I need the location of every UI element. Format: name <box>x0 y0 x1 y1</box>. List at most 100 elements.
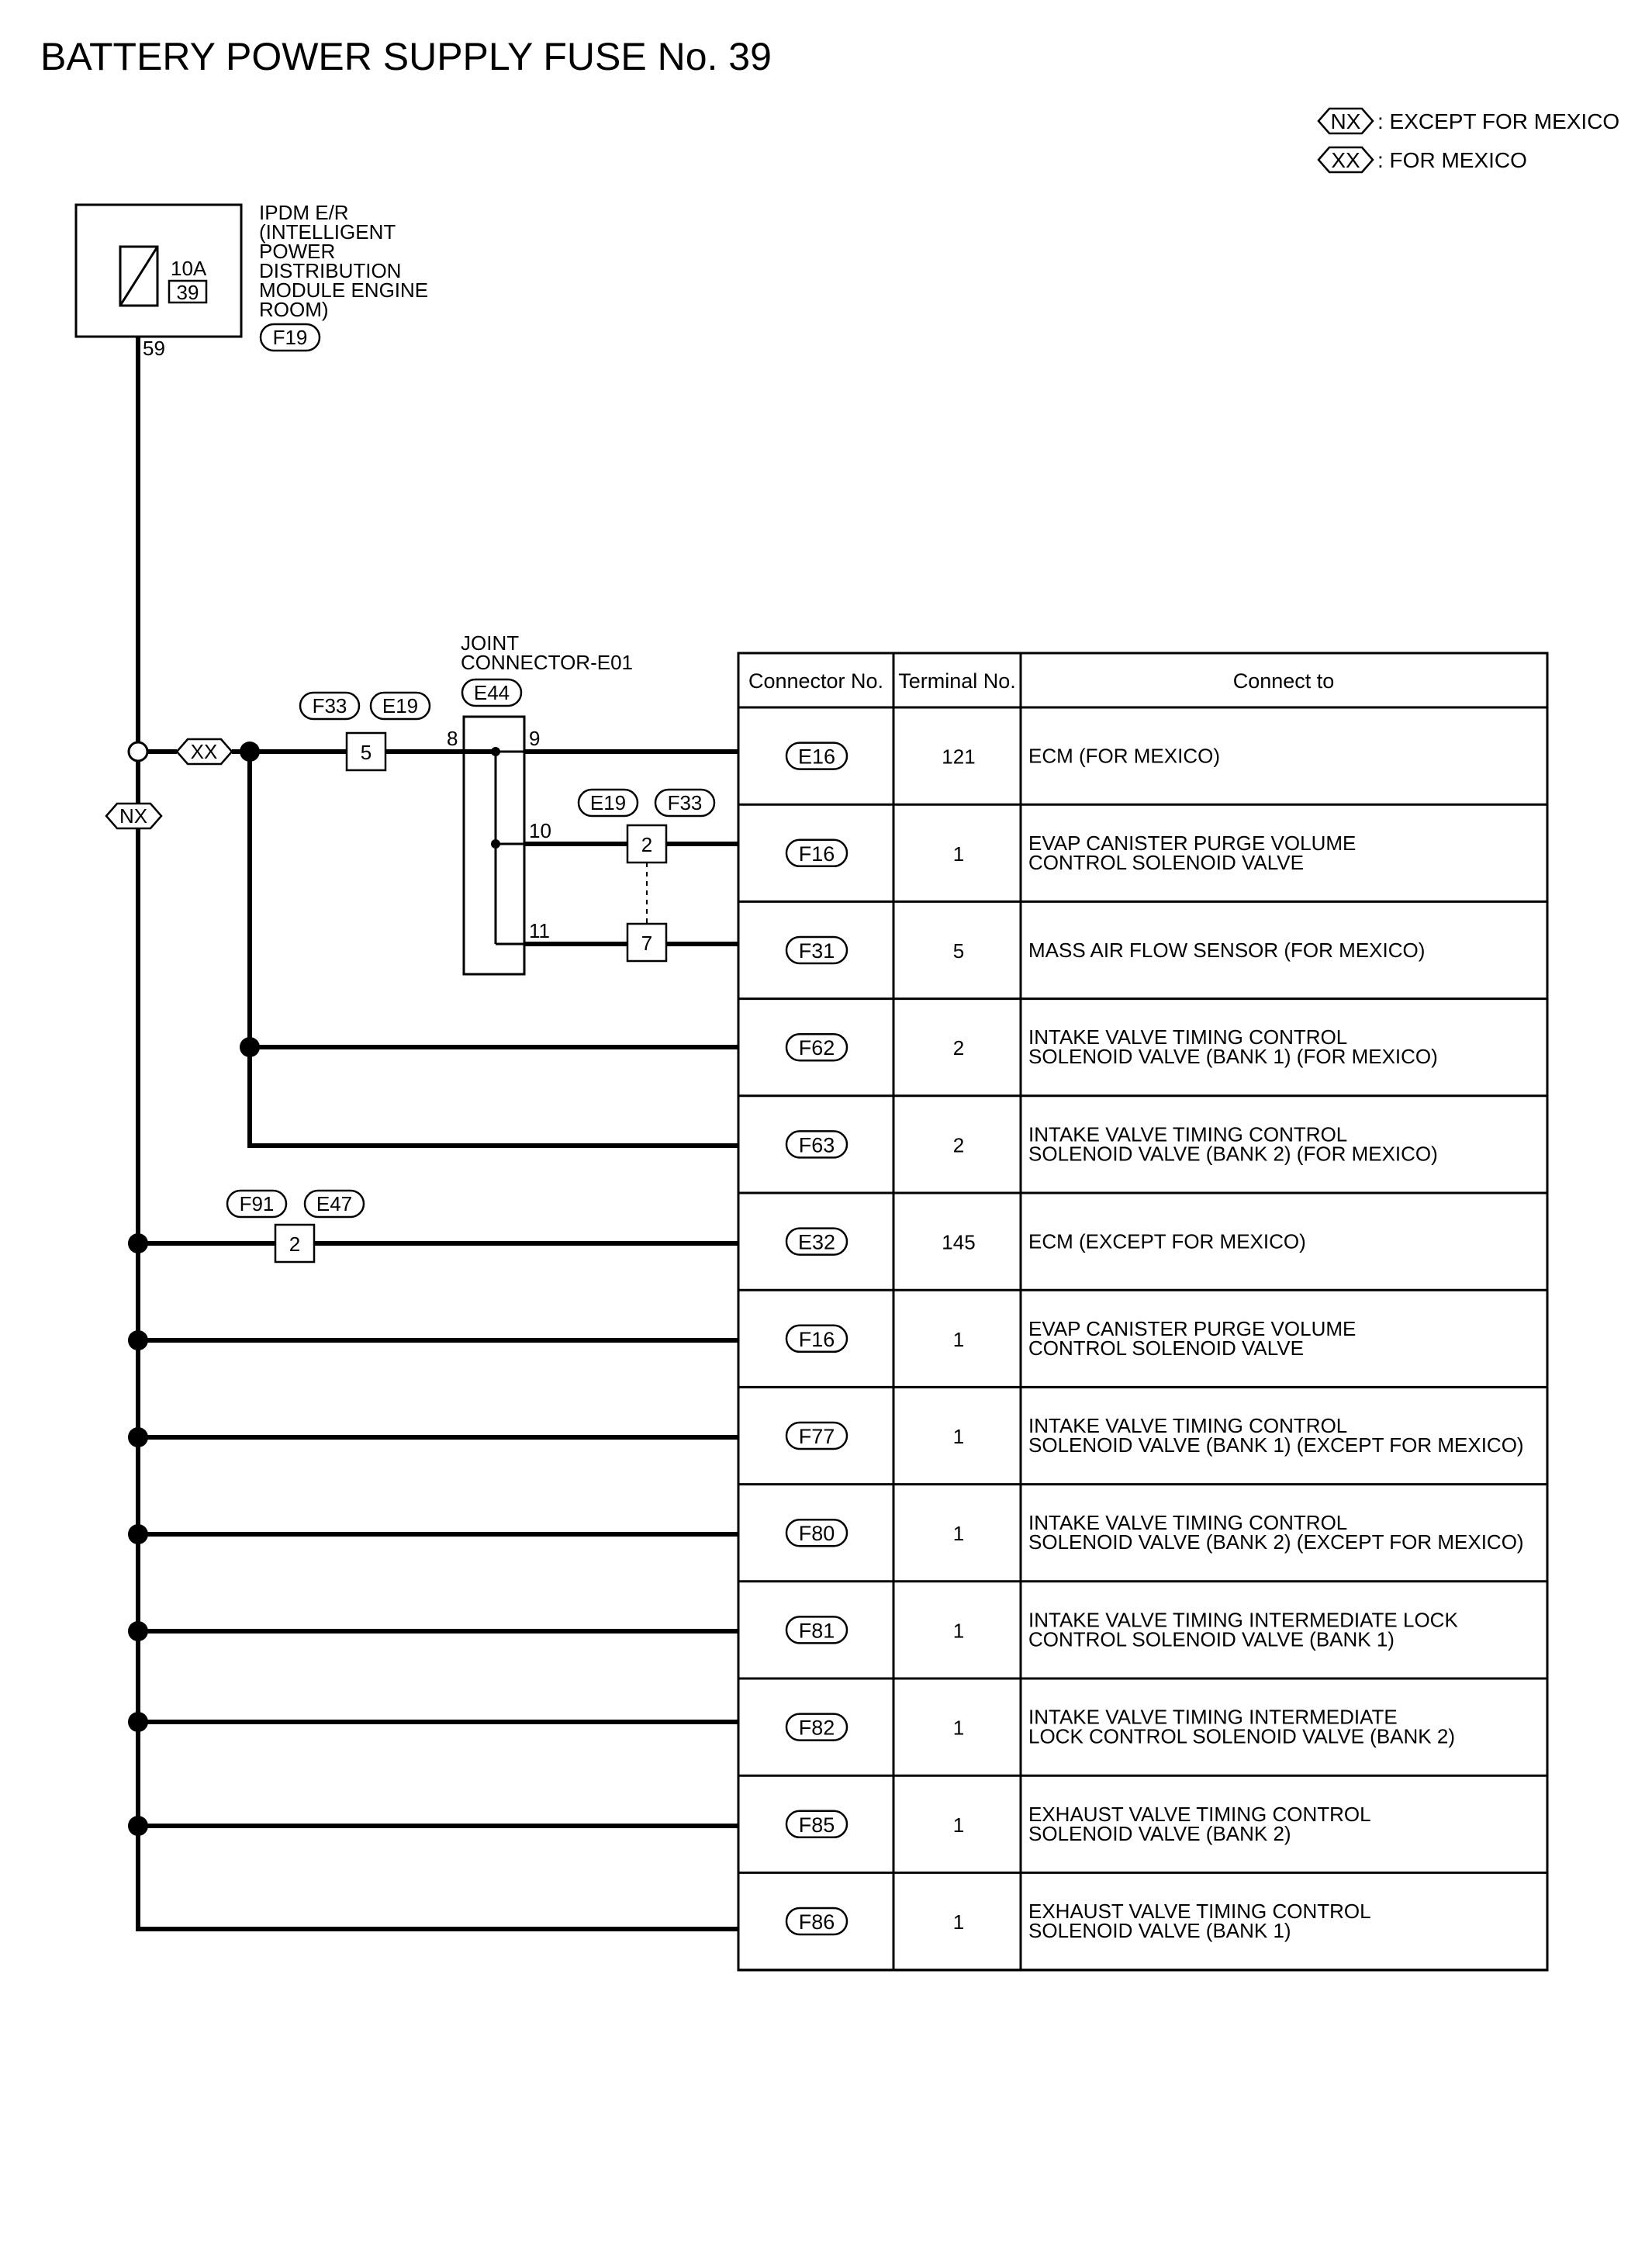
connect-to: SOLENOID VALVE (BANK 1) <box>1028 1919 1291 1942</box>
ipdm-label-line: (INTELLIGENT <box>259 220 396 244</box>
terminal-no: 1 <box>953 1910 964 1934</box>
connector-no: F86 <box>799 1910 835 1934</box>
connector-badge <box>785 1713 848 1741</box>
connector-badge <box>785 1324 848 1353</box>
page-title: BATTERY POWER SUPPLY FUSE No. 39 <box>40 35 772 78</box>
splice-dot-icon <box>128 1816 148 1836</box>
connector-no: F85 <box>799 1813 835 1837</box>
connect-to: SOLENOID VALVE (BANK 1) (EXCEPT FOR MEXI… <box>1028 1433 1524 1457</box>
connector-badge <box>785 1518 848 1547</box>
connector-no: F82 <box>799 1716 835 1740</box>
svg-text:E19: E19 <box>590 791 626 814</box>
connect-to: EVAP CANISTER PURGE VOLUME <box>1028 1317 1356 1340</box>
connect-to: INTAKE VALVE TIMING CONTROL <box>1028 1122 1347 1146</box>
joint-outputs <box>524 749 738 946</box>
fuse-icon <box>119 245 159 307</box>
connector-badge <box>785 1810 848 1839</box>
legend-text-xx: : FOR MEXICO <box>1377 148 1527 172</box>
connect-to: ECM (FOR MEXICO) <box>1028 745 1220 768</box>
nx-branches <box>128 1233 738 1836</box>
connect-to: ECM (EXCEPT FOR MEXICO) <box>1028 1230 1306 1253</box>
ipdm-label-line: ROOM) <box>259 298 329 321</box>
splice-dot-icon <box>128 1233 148 1253</box>
svg-text:7: 7 <box>641 932 652 955</box>
connector-no: F16 <box>799 842 835 866</box>
connect-to: CONTROL SOLENOID VALVE <box>1028 851 1304 874</box>
connector-badge <box>785 1032 848 1062</box>
terminal-no: 145 <box>942 1231 975 1254</box>
fuse-rating: 10A <box>171 257 207 280</box>
junction-dot-icon <box>491 839 500 849</box>
joint-terminal: 9 <box>529 727 540 750</box>
svg-text:F91: F91 <box>240 1192 275 1215</box>
ipdm-terminal: 59 <box>143 337 165 360</box>
svg-text:E47: E47 <box>316 1192 352 1215</box>
inline-connector-upper: F33 E19 5 <box>299 691 431 772</box>
connector-badge <box>785 1616 848 1644</box>
terminal-no: 1 <box>953 1619 964 1642</box>
joint-label-line: JOINT <box>461 631 519 655</box>
terminal-no: 1 <box>953 842 964 866</box>
connector-no: E32 <box>798 1231 835 1254</box>
splice-dot-icon <box>128 1427 148 1447</box>
connector-badge <box>785 1421 848 1450</box>
xx-tag: XX <box>191 740 218 763</box>
connector-no: F16 <box>799 1328 835 1351</box>
legend-code-xx: XX <box>1331 148 1360 172</box>
legend: NX : EXCEPT FOR MEXICO XX : FOR MEXICO <box>1317 107 1619 174</box>
connect-to: EXHAUST VALVE TIMING CONTROL <box>1028 1900 1371 1923</box>
ipdm-label-line: IPDM E/R <box>259 201 349 224</box>
svg-text:2: 2 <box>289 1232 300 1256</box>
svg-text:F33: F33 <box>313 694 347 717</box>
connector-badge <box>785 935 848 965</box>
connector-no: F81 <box>799 1619 835 1642</box>
connect-to: SOLENOID VALVE (BANK 2) <box>1028 1822 1291 1845</box>
terminal-no: 2 <box>953 1036 964 1060</box>
connection-table: Connector No. Terminal No. Connect to E1… <box>737 652 1549 1972</box>
connect-to: INTAKE VALVE TIMING INTERMEDIATE <box>1028 1706 1398 1729</box>
splice-dot-icon <box>128 1621 148 1641</box>
connect-to: CONTROL SOLENOID VALVE (BANK 1) <box>1028 1627 1395 1651</box>
connector-no: F63 <box>799 1133 835 1156</box>
ipdm-label-line: MODULE ENGINE <box>259 278 428 302</box>
connector-no: F62 <box>799 1036 835 1060</box>
connect-to: SOLENOID VALVE (BANK 1) (FOR MEXICO) <box>1028 1045 1438 1068</box>
splice-dot-icon <box>128 1712 148 1732</box>
inline-connector-lower: F91 E47 2 <box>138 1189 738 1264</box>
connector-badge <box>785 1130 848 1159</box>
connect-to: EVAP CANISTER PURGE VOLUME <box>1028 831 1356 855</box>
terminal-no: 1 <box>953 1328 964 1351</box>
main-trunk <box>136 337 738 1931</box>
joint-connector-id: E44 <box>474 681 510 704</box>
xx-branch: XX <box>127 738 738 1148</box>
connector-no: E16 <box>798 745 835 769</box>
connector-badge <box>785 1907 848 1936</box>
connect-to: EXHAUST VALVE TIMING CONTROL <box>1028 1803 1371 1826</box>
header-connector-no: Connector No. <box>748 669 883 693</box>
terminal-no: 1 <box>953 1425 964 1448</box>
svg-text:E19: E19 <box>382 694 418 717</box>
joint-terminal: 11 <box>529 919 550 942</box>
connector-badge <box>785 1227 848 1256</box>
terminal-no: 5 <box>953 939 964 963</box>
inline-connector-middle: E19 F33 2 7 <box>577 788 716 963</box>
ipdm-label-line: DISTRIBUTION <box>259 259 401 282</box>
table-row: F86 1 EXHAUST VALVE TIMING CONTROLSOLENOID… <box>738 1900 1547 1972</box>
splice-dot-icon <box>128 1524 148 1544</box>
joint-label-line: CONNECTOR-E01 <box>461 651 633 674</box>
connect-to: SOLENOID VALVE (BANK 2) (FOR MEXICO) <box>1028 1142 1438 1165</box>
splice-dot-icon <box>128 1330 148 1350</box>
nx-tag: NX <box>105 802 163 830</box>
joint-terminal: 8 <box>447 727 458 750</box>
ipdm-label-line: POWER <box>259 240 335 263</box>
terminal-no: 1 <box>953 1522 964 1545</box>
